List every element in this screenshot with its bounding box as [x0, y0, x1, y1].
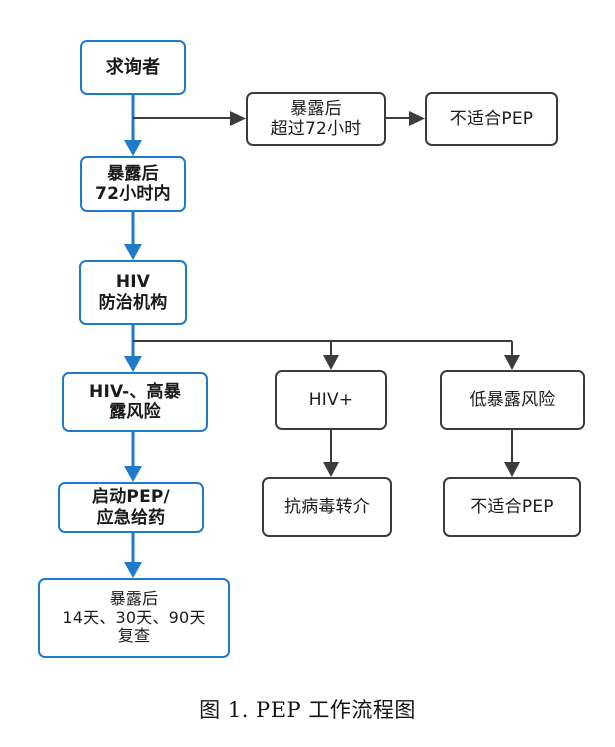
connector-lowrisk-to-notsuitable	[504, 430, 520, 477]
node-followup-label: 暴露后 14天、30天、90天 复查	[62, 588, 206, 646]
connector-agency-to-highrisk	[124, 325, 142, 372]
node-hiv-positive-label: HIV+	[308, 389, 354, 410]
node-not-suitable-pep-bottom: 不适合PEP	[443, 477, 581, 537]
connector-hivpos-to-referral	[323, 430, 339, 477]
node-not-suitable-pep-bottom-label: 不适合PEP	[470, 496, 554, 517]
node-antiviral-referral: 抗病毒转介	[262, 477, 392, 537]
flow-connectors	[124, 95, 520, 578]
node-low-exposure-risk-label: 低暴露风险	[469, 389, 556, 410]
node-inquirer: 求询者	[80, 40, 186, 95]
connector-agency-branch-bus	[133, 340, 520, 370]
node-within-72-hours: 暴露后 72小时内	[80, 156, 186, 212]
node-hiv-negative-high-risk-label: HIV-、高暴 露风险	[89, 381, 181, 422]
node-within-72-hours-label: 暴露后 72小时内	[95, 163, 171, 204]
node-hiv-agency: HIV 防治机构	[79, 260, 187, 325]
node-start-pep-label: 启动PEP/ 应急给药	[92, 487, 170, 528]
connector-inquirer-to-within72	[124, 95, 142, 156]
node-antiviral-referral-label: 抗病毒转介	[284, 496, 370, 517]
connector-over72-to-notsuitable	[386, 111, 425, 126]
node-start-pep: 启动PEP/ 应急给药	[58, 482, 204, 533]
node-low-exposure-risk: 低暴露风险	[440, 370, 585, 430]
node-hiv-positive: HIV+	[275, 370, 387, 430]
figure-caption: 图 1. PEP 工作流程图	[199, 698, 416, 722]
node-not-suitable-pep-top: 不适合PEP	[425, 92, 558, 146]
connector-highrisk-to-startpep	[124, 432, 142, 482]
node-not-suitable-pep-top-label: 不适合PEP	[449, 108, 534, 129]
node-over-72-hours: 暴露后 超过72小时	[246, 92, 386, 146]
node-hiv-agency-label: HIV 防治机构	[98, 272, 168, 313]
connector-inquirer-to-over72	[133, 111, 246, 126]
node-over-72-hours-label: 暴露后 超过72小时	[270, 98, 362, 139]
node-hiv-negative-high-risk: HIV-、高暴 露风险	[62, 372, 208, 432]
node-followup: 暴露后 14天、30天、90天 复查	[38, 578, 230, 658]
connector-within72-to-agency	[124, 212, 142, 260]
node-inquirer-label: 求询者	[105, 56, 161, 78]
connector-startpep-to-followup	[124, 533, 142, 578]
